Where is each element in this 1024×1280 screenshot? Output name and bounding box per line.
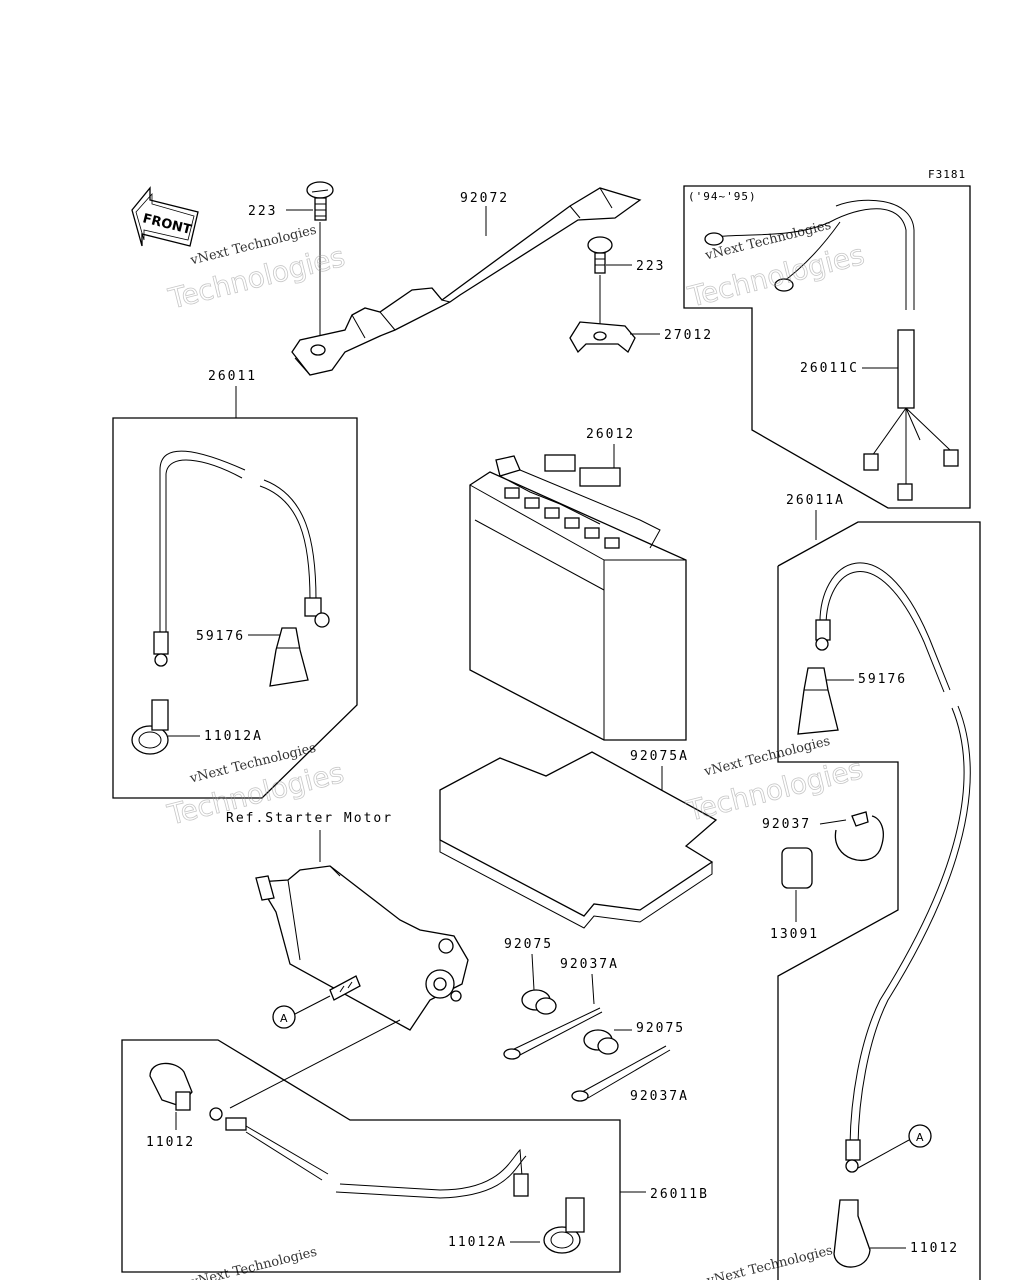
cable-26011B: [209, 1107, 529, 1199]
label-92037A-lower: 92037A: [630, 1089, 689, 1104]
label-26011B: 26011B: [650, 1187, 709, 1202]
bolt-223-right: [587, 236, 613, 330]
svg-text:vNext Technologies: vNext Technologies: [189, 1245, 319, 1280]
label-26012: 26012: [586, 427, 635, 442]
label-26011A: 26011A: [786, 493, 845, 508]
year-note: ('94~'95): [688, 190, 757, 203]
watermark-mid-right: vNext Technologies Technologies: [682, 734, 866, 828]
starter-motor: [255, 865, 469, 1031]
cover-59176-left: [269, 627, 309, 687]
grommet-92075-lower: [583, 1029, 619, 1055]
grommet-92075-upper: [521, 989, 557, 1015]
grommet-13091: [781, 847, 813, 889]
watermark-top-right: vNext Technologies Technologies: [684, 218, 868, 314]
boot-11012A-left: [131, 699, 169, 755]
label-11012-right: 11012: [910, 1241, 959, 1256]
svg-text:vNext Technologies: vNext Technologies: [704, 1243, 834, 1280]
label-26011C: 26011C: [800, 361, 859, 376]
watermark-bottom-right: vNext Technologies: [704, 1243, 834, 1280]
pad-92075A: [439, 751, 718, 929]
bolt-223-left: [306, 181, 334, 345]
label-11012A-left: 11012A: [204, 729, 263, 744]
label-92075-upper: 92075: [504, 937, 553, 952]
bracket-27012: [569, 321, 636, 354]
callout-a-left-label: A: [280, 1012, 288, 1025]
battery-strap-92072: [291, 187, 642, 376]
label-59176-left: 59176: [196, 629, 245, 644]
watermark-bottom-left: vNext Technologies: [189, 1245, 319, 1280]
box-26011: [112, 417, 358, 799]
label-92037A-upper: 92037A: [560, 957, 619, 972]
battery-26012: [469, 454, 687, 741]
label-92075-lower: 92075: [636, 1021, 685, 1036]
harness-26011C: [704, 199, 959, 501]
label-223-left: 223: [248, 204, 277, 219]
label-11012-left: 11012: [146, 1135, 195, 1150]
label-27012: 27012: [664, 328, 713, 343]
clamp-92037: [834, 811, 884, 861]
front-arrow-icon: FRONT: [131, 186, 199, 247]
label-59176-right: 59176: [858, 672, 907, 687]
callout-a-left: [272, 1005, 296, 1029]
callout-a-right: [908, 1124, 932, 1148]
boot-11012-right: [833, 1199, 871, 1268]
cable-26011A: [815, 562, 971, 1173]
box-26011A: [777, 521, 981, 1280]
cover-59176-right: [797, 667, 839, 735]
pin-92037A-lower: [571, 1045, 671, 1102]
ref-starter-motor: Ref.Starter Motor: [226, 811, 393, 826]
label-92037: 92037: [762, 817, 811, 832]
label-13091: 13091: [770, 927, 819, 942]
label-11012A-bottom: 11012A: [448, 1235, 507, 1250]
boot-11012-left: [149, 1062, 193, 1111]
callout-a-right-label: A: [916, 1131, 924, 1144]
variant-box-94-95: [683, 185, 971, 509]
label-26011: 26011: [208, 369, 257, 384]
label-92072: 92072: [460, 191, 509, 206]
pin-92037A-upper: [503, 1007, 603, 1060]
boot-11012A-bottom: [543, 1197, 585, 1254]
label-223-right: 223: [636, 259, 665, 274]
label-92075A: 92075A: [630, 749, 689, 764]
cable-26011: [153, 450, 330, 667]
figure-code: F3181: [928, 168, 966, 181]
box-26011B: [121, 1039, 621, 1273]
